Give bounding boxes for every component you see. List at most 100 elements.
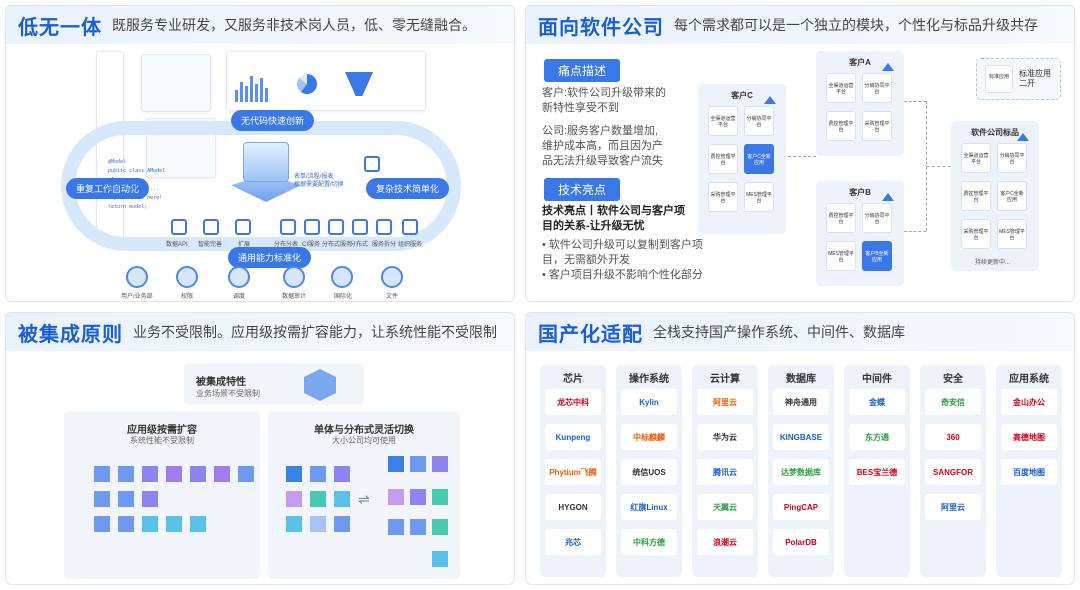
module-cell: 费控管理平台 xyxy=(826,203,856,233)
cube-icon xyxy=(388,519,404,535)
vendor-logo: HYGON xyxy=(545,494,601,520)
scale-title: 应用级按需扩容 xyxy=(127,425,197,436)
vendor-logo: 统信UOS xyxy=(621,459,677,485)
panel-subtitle: 每个需求都可以是一个独立的模块，个性化与标品升级共存 xyxy=(674,17,1038,33)
vendor-logo: 高德地图 xyxy=(1001,424,1057,450)
vendor-logo: PingCAP xyxy=(773,494,829,520)
cube-icon xyxy=(286,466,302,482)
module-cell: 分销协同平台 xyxy=(862,203,892,233)
role-label: 权限 xyxy=(181,294,194,300)
sharding-icon xyxy=(280,219,296,235)
cube-icon xyxy=(94,516,110,532)
cube-icon xyxy=(238,466,254,482)
module-cell: 费控管理平台 xyxy=(708,144,738,174)
module-cell: 费控管理平台 xyxy=(826,111,856,141)
pain-line: 客户:软件公司升级带来的 xyxy=(542,87,667,99)
vendor-logo: 金蝶 xyxy=(849,389,905,415)
client-c-box: 客户C 全渠道运营平台 分销协同平台 费控管理平台 客户C全新应用 采购管理平台… xyxy=(698,84,786,234)
upgrade-arrow-icon xyxy=(882,63,894,71)
panel-title: 低无一体 xyxy=(18,16,102,39)
icon-label: 分布式 xyxy=(350,242,369,248)
extend-icon xyxy=(235,219,251,235)
legend-box: 标准应用 标准应用二开 xyxy=(976,58,1061,100)
api-icon xyxy=(171,219,187,235)
cube-icon xyxy=(410,489,426,505)
cube-icon xyxy=(190,466,206,482)
connector-line xyxy=(788,156,816,157)
icon-label: 分布式服务 xyxy=(322,242,353,248)
module-cell: MES管理平台 xyxy=(997,219,1027,249)
pill-no-code: 无代码快速创新 xyxy=(231,110,315,131)
vendor-column: 中间件金蝶东方通 BES宝兰德 xyxy=(844,365,910,577)
panel-title: 面向软件公司 xyxy=(538,16,664,39)
column-heading: 中间件 xyxy=(862,374,892,385)
panel-software-company: 面向软件公司 每个需求都可以是一个独立的模块，个性化与标品升级共存 痛点描述 客… xyxy=(525,5,1075,302)
vendor-logo: 阿里云 xyxy=(925,494,981,520)
column-heading: 数据库 xyxy=(786,374,816,385)
cube-icon xyxy=(334,491,350,507)
panel-header: 国产化适配 全栈支持国产操作系统、中间件、数据库 xyxy=(526,313,1074,351)
cube-icon xyxy=(432,456,448,472)
vendor-logo: 360 xyxy=(925,424,981,450)
cube-icon xyxy=(432,519,448,535)
cube-icon xyxy=(310,466,326,482)
role-label: 文件 xyxy=(386,294,399,300)
vendor-logo: 浪潮云 xyxy=(697,529,753,555)
module-cell: 采购管理平台 xyxy=(708,182,738,212)
cube-icon xyxy=(286,491,302,507)
server-illustration xyxy=(221,134,311,209)
pain-line: 品无法升级导致客户流失 xyxy=(542,155,663,167)
connector-line xyxy=(904,231,926,232)
role-label: 用户/业务部 xyxy=(121,294,153,300)
org-icon xyxy=(402,219,418,235)
module-cell-custom: 客户B全新应用 xyxy=(862,241,892,271)
cube-icon xyxy=(432,551,448,567)
globe-icon xyxy=(331,266,353,288)
vendor-column: 应用系统金山办公高德地图百度地图 xyxy=(996,365,1062,577)
cube-icon xyxy=(334,516,350,532)
vendor-logo: 龙芯中科 xyxy=(545,389,601,415)
connector-line xyxy=(926,166,951,167)
panel-title: 被集成原则 xyxy=(18,323,123,346)
module-cell: 全渠道运营平台 xyxy=(708,106,738,136)
flowchart-icon xyxy=(364,156,380,172)
schedule-icon xyxy=(228,266,250,288)
icon-label: 智能完善 xyxy=(198,242,223,248)
legend-cell: 标准应用 xyxy=(985,65,1013,93)
pain-tag: 痛点描述 xyxy=(544,59,621,82)
pain-line xyxy=(542,116,682,124)
config-note: 表单/流程/报表 xyxy=(294,174,334,180)
vendor-column: 云计算阿里云华为云腾讯云天翼云浪潮云 xyxy=(692,365,758,577)
cube-icon xyxy=(432,489,448,505)
cube-icon xyxy=(190,516,206,532)
module-cell: 采购管理平台 xyxy=(961,219,991,249)
cube-icon xyxy=(334,466,350,482)
role-label: 数据审计 xyxy=(282,294,307,300)
module-cell: 分销协同平台 xyxy=(862,73,892,103)
module-cell: 分销协同平台 xyxy=(997,143,1027,173)
legend-label: 标准应用二开 xyxy=(1019,69,1051,88)
cube-icon xyxy=(94,466,110,482)
product-box: 软件公司标品 全渠道运营平台 分销协同平台 费控管理平台 客户C全新应用 采购管… xyxy=(951,121,1039,271)
vendor-logo: 金山办公 xyxy=(1001,389,1057,415)
vendor-logo: 东方通 xyxy=(849,424,905,450)
pain-line: 维护成本高，而且因为产 xyxy=(542,140,663,152)
icon-label: CI服务 xyxy=(302,242,321,248)
vendor-logo: 腾讯云 xyxy=(697,459,753,485)
upgrade-arrow-icon xyxy=(882,193,894,201)
vendor-logo: 中标麒麟 xyxy=(621,424,677,450)
shield-icon xyxy=(176,266,198,288)
bullet-text: 客户项目升级不影响个性化部分 xyxy=(548,269,703,281)
module-cell: 费控管理平台 xyxy=(961,181,991,211)
cube-icon xyxy=(410,456,426,472)
panel-header: 面向软件公司 每个需求都可以是一个独立的模块，个性化与标品升级共存 xyxy=(526,6,1074,44)
cube-icon xyxy=(94,491,110,507)
module-cell: MES管理平台 xyxy=(826,241,856,271)
vendor-logo: BES宝兰德 xyxy=(849,459,905,485)
file-icon xyxy=(381,266,403,288)
column-heading: 云计算 xyxy=(710,374,740,385)
cube-icon xyxy=(310,491,326,507)
vendor-logo: 天翼云 xyxy=(697,494,753,520)
